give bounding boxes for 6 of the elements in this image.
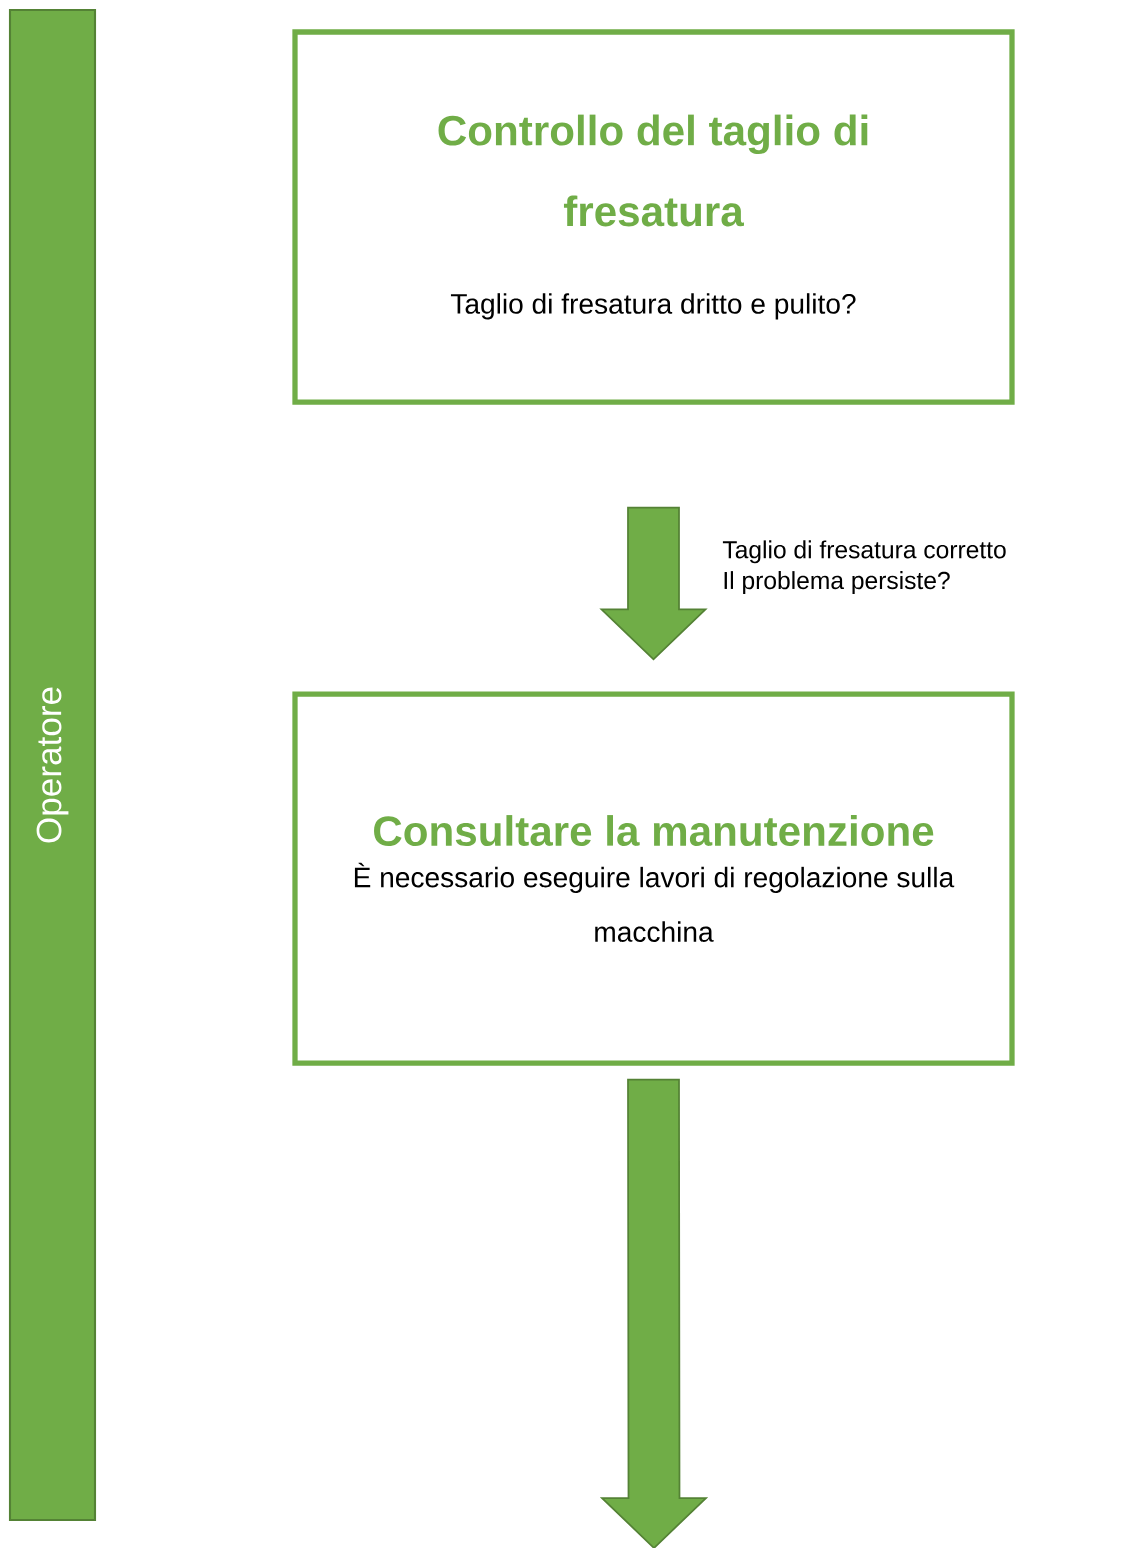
block-arrow bbox=[599, 506, 708, 661]
block-arrow bbox=[599, 1078, 709, 1548]
lane-band: Operatore bbox=[8, 8, 97, 1522]
edge-label: Taglio di fresatura corretto Il problema persiste? bbox=[722, 540, 1006, 595]
process-box: Controllo del taglio di fresatura Taglio di fresatura dritto e pulito? bbox=[292, 29, 1015, 405]
process-box: Consultare la manutenzione È necessario eseguire lavori di regolazione sulla macchina bbox=[292, 691, 1015, 1066]
